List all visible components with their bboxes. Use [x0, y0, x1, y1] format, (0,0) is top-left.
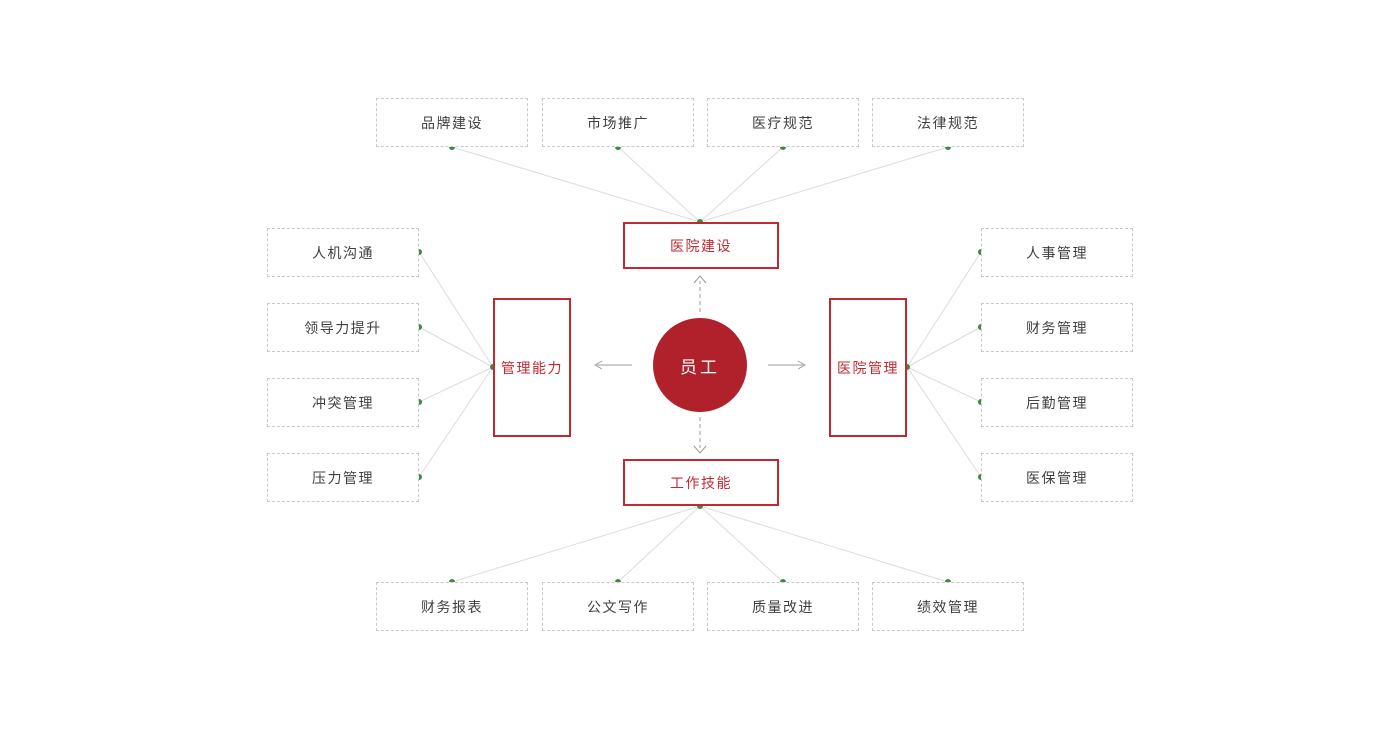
item-conflict-management: 冲突管理: [267, 378, 419, 427]
connector-lines-bottom: [451, 505, 949, 583]
item-financial-statements: 财务报表: [376, 582, 528, 631]
arrow-left-icon: [593, 360, 632, 370]
item-hr-management: 人事管理: [981, 228, 1133, 277]
item-market-promotion: 市场推广: [542, 98, 694, 147]
item-medical-standards: 医疗规范: [707, 98, 859, 147]
connector-lines-right: [906, 251, 982, 478]
connector-lines-left: [418, 251, 494, 478]
item-leadership-improvement: 领导力提升: [267, 303, 419, 352]
category-management-ability: 管理能力: [493, 298, 571, 437]
connector-lines-top: [451, 146, 949, 223]
item-logistics-management: 后勤管理: [981, 378, 1133, 427]
item-brand-building: 品牌建设: [376, 98, 528, 147]
category-hospital-construction: 医院建设: [623, 222, 779, 269]
arrow-down-icon: [693, 417, 707, 454]
category-hospital-management: 医院管理: [829, 298, 907, 437]
item-interpersonal-communication: 人机沟通: [267, 228, 419, 277]
category-work-skills: 工作技能: [623, 459, 779, 506]
item-legal-standards: 法律规范: [872, 98, 1024, 147]
item-official-writing: 公文写作: [542, 582, 694, 631]
item-quality-improvement: 质量改进: [707, 582, 859, 631]
item-medical-insurance-management: 医保管理: [981, 453, 1133, 502]
item-stress-management: 压力管理: [267, 453, 419, 502]
arrow-right-icon: [768, 360, 807, 370]
item-performance-management: 绩效管理: [872, 582, 1024, 631]
center-node-employee: 员工: [653, 318, 747, 412]
arrow-up-icon: [693, 275, 707, 312]
item-finance-management: 财务管理: [981, 303, 1133, 352]
